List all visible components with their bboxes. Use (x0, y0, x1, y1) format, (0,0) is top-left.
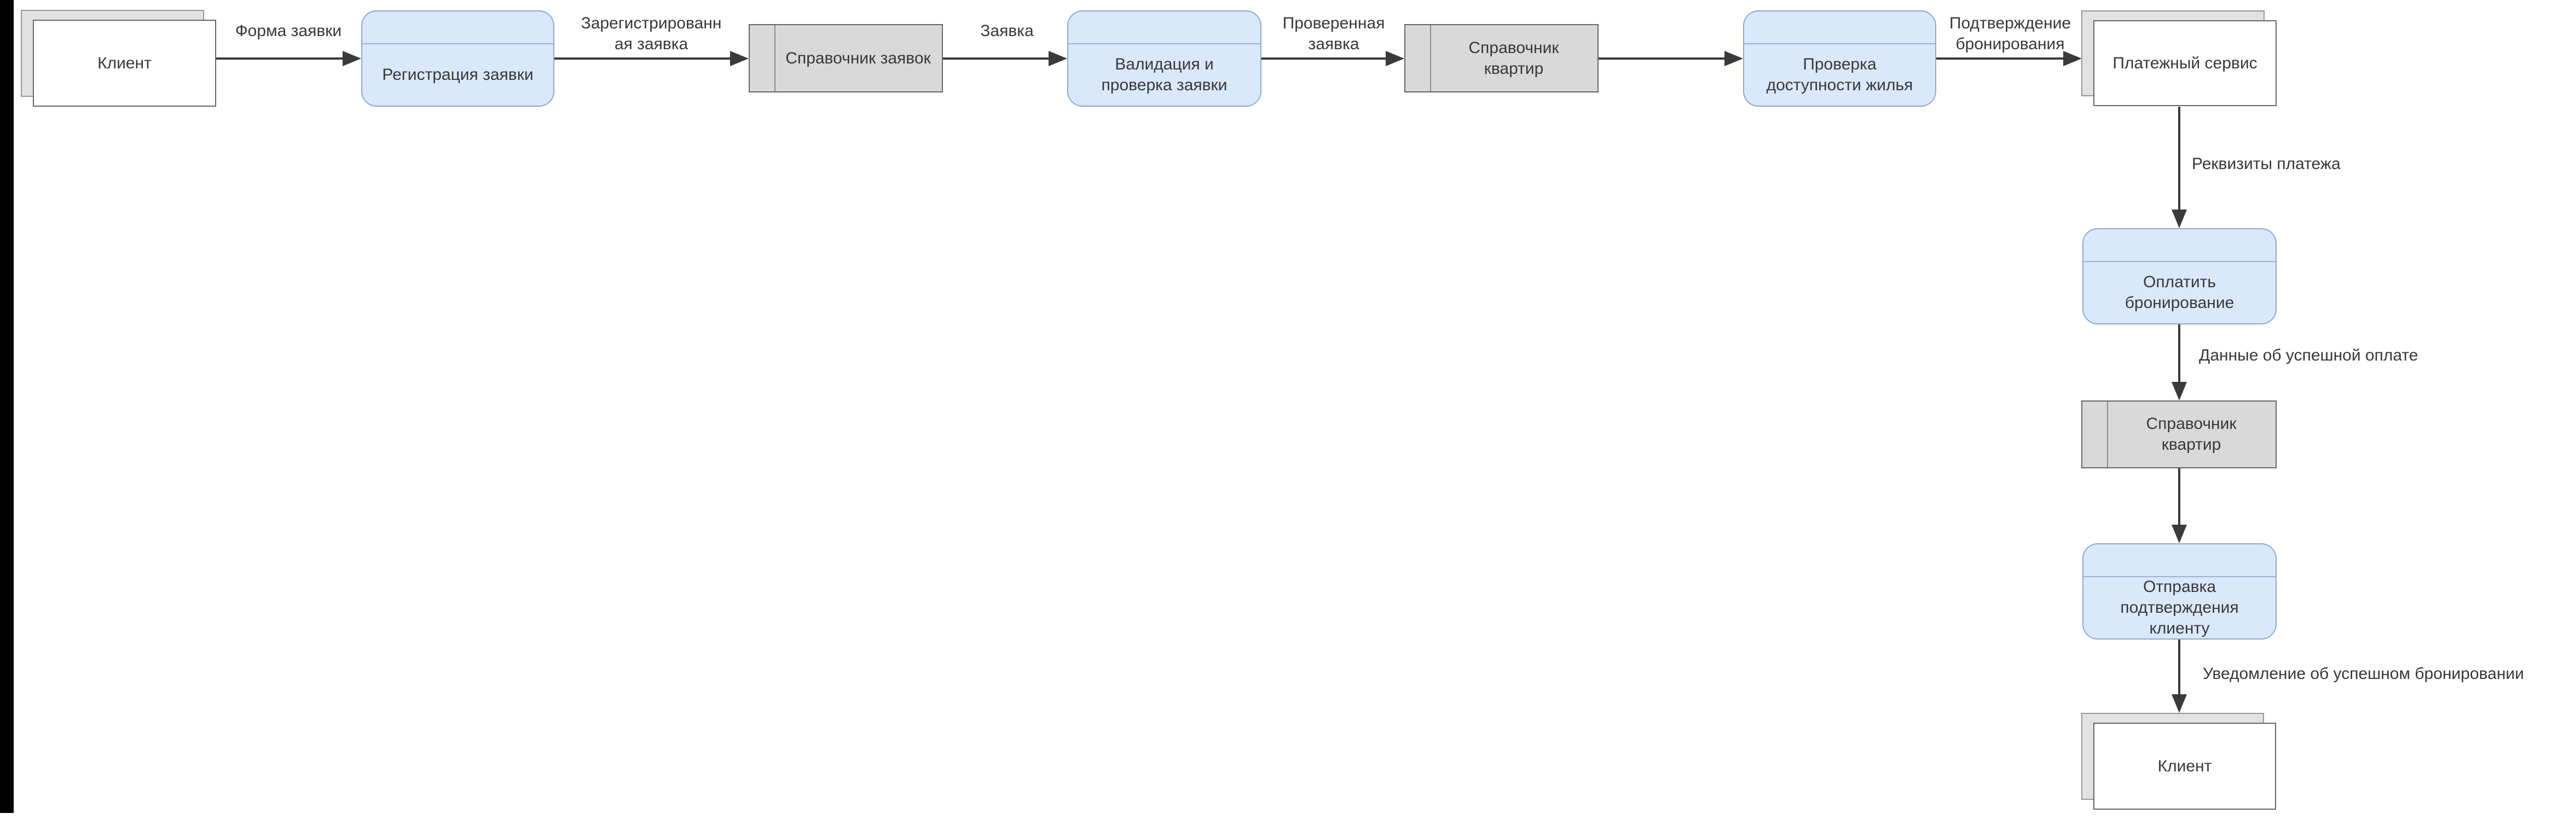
arrow-a3-to-payment-service[interactable] (1936, 57, 2064, 60)
process-code-header (362, 11, 553, 44)
arrow-payment-service-to-a4[interactable] (2178, 107, 2180, 211)
arrow-payment-service-to-a4-arrowhead-icon (2172, 210, 2187, 228)
arrow-a2-to-store-apartments-label: Проверенная заявка (1282, 14, 1385, 53)
process-body: Отправка подтверждения клиенту (2083, 577, 2276, 638)
arrow-a4-to-store-apartments-2[interactable] (2178, 324, 2180, 383)
process-code-header (1744, 11, 1935, 44)
process-body: Регистрация заявки (362, 44, 553, 106)
arrow-a5-to-client[interactable] (2178, 640, 2180, 695)
arrow-store-apartments-2-to-a5[interactable] (2178, 468, 2180, 526)
arrow-a4-to-store-apartments-2-label: Данные об успешной оплате (2199, 346, 2418, 364)
data-store-apartments-2[interactable]: Справочник квартир (2081, 400, 2277, 468)
left-edge-dark-strip (0, 0, 14, 813)
process-label: Оплатить бронирование (2125, 273, 2235, 312)
arrow-a5-to-client-label: Уведомление об успешном бронировании (2203, 665, 2525, 683)
arrow-store-apartments-to-a3-arrowhead-icon (1724, 51, 1743, 66)
data-store-stripe (750, 25, 775, 91)
data-store-apartments-1[interactable]: Справочник квартир (1404, 24, 1599, 92)
arrow-store-requests-to-a2-label: Заявка (980, 22, 1034, 40)
arrow-client-to-a1-arrowhead-icon (343, 51, 361, 66)
data-store-stripe (2082, 402, 2108, 467)
arrow-a1-to-store-requests[interactable] (554, 57, 731, 60)
arrow-a1-to-store-requests-arrowhead-icon (730, 51, 749, 66)
arrow-a2-to-store-apartments-arrowhead-icon (1386, 51, 1404, 66)
arrow-client-to-a1-label: Форма заявки (235, 22, 342, 40)
data-store-label-wrap: Справочник заявок (774, 25, 942, 91)
process-label: Валидация и проверка заявки (1101, 55, 1228, 94)
external-entity-client-bottom[interactable]: Клиент (2093, 723, 2276, 810)
data-store-label-wrap: Справочник квартир (1430, 25, 1597, 91)
process-code-header (1068, 11, 1260, 44)
arrow-a2-to-store-apartments[interactable] (1261, 57, 1387, 60)
process-body: Оплатить бронирование (2083, 262, 2276, 323)
arrow-a5-to-client-arrowhead-icon (2172, 694, 2187, 713)
data-store-label: Справочник квартир (2146, 415, 2237, 454)
process-label: Регистрация заявки (382, 66, 534, 84)
process-a5-send-confirmation[interactable]: Отправка подтверждения клиенту (2082, 543, 2277, 640)
data-store-requests[interactable]: Справочник заявок (749, 24, 943, 92)
arrow-a4-to-store-apartments-2-arrowhead-icon (2172, 382, 2187, 400)
data-store-stripe (1405, 25, 1431, 91)
arrow-a1-to-store-requests-label: Зарегистрированн ая заявка (581, 14, 722, 53)
arrow-store-apartments-to-a3[interactable] (1599, 57, 1726, 60)
external-entity-payment-service[interactable]: Платежный сервис (2093, 20, 2277, 106)
process-label: Отправка подтверждения клиенту (2120, 578, 2239, 637)
data-store-label: Справочник квартир (1468, 38, 1559, 78)
data-store-label-wrap: Справочник квартир (2107, 402, 2276, 467)
process-label: Проверка доступности жилья (1766, 55, 1913, 94)
process-a2-validation[interactable]: Валидация и проверка заявки (1067, 10, 1261, 107)
arrow-store-requests-to-a2[interactable] (943, 57, 1050, 60)
process-code-header (2083, 229, 2276, 262)
arrow-payment-service-to-a4-label: Реквизиты платежа (2192, 155, 2341, 173)
external-entity-label: Платежный сервис (2112, 54, 2257, 72)
external-entity-label: Клиент (97, 54, 152, 72)
arrow-store-requests-to-a2-arrowhead-icon (1049, 51, 1067, 66)
arrow-a3-to-payment-service-label: Подтверждение бронирования (1949, 14, 2071, 53)
arrow-client-to-a1[interactable] (216, 57, 344, 60)
process-a1-registration[interactable]: Регистрация заявки (361, 10, 554, 107)
process-a3-availability-check[interactable]: Проверка доступности жилья (1743, 10, 1936, 107)
external-entity-client-top[interactable]: Клиент (33, 20, 216, 107)
arrow-store-apartments-2-to-a5-arrowhead-icon (2172, 525, 2187, 543)
process-a4-pay-booking[interactable]: Оплатить бронирование (2082, 228, 2277, 324)
external-entity-label: Клиент (2157, 757, 2212, 775)
process-code-header (2083, 544, 2276, 577)
process-body: Валидация и проверка заявки (1068, 44, 1260, 106)
data-store-label: Справочник заявок (785, 49, 931, 67)
arrow-a3-to-payment-service-arrowhead-icon (2063, 51, 2082, 66)
process-body: Проверка доступности жилья (1744, 44, 1935, 106)
